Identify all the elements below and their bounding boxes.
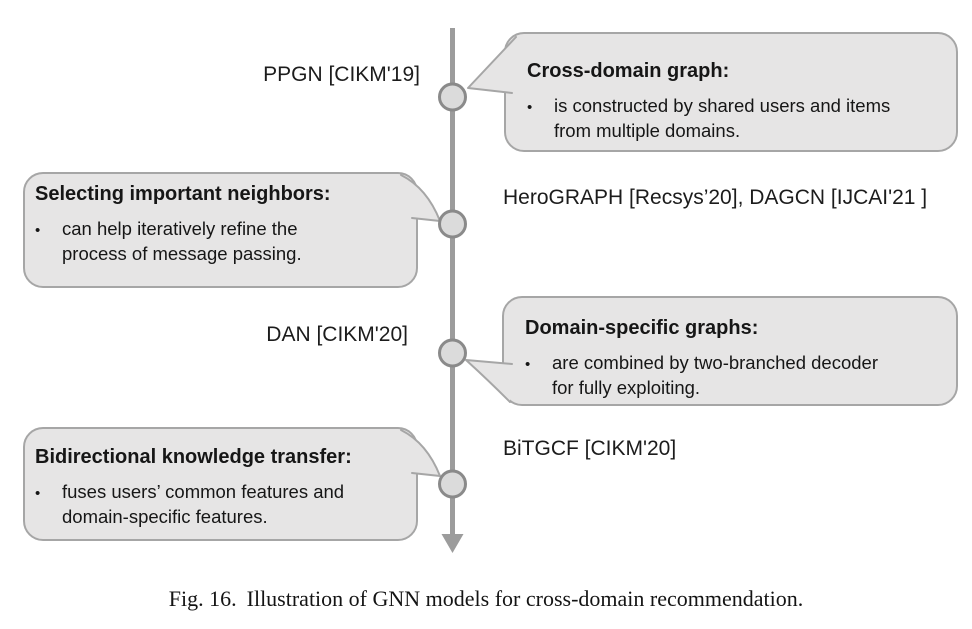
callout-title: Bidirectional knowledge transfer: (35, 446, 352, 468)
callout-tail-1 (467, 36, 517, 94)
model-label-herograph-dagcn: HeroGRAPH [Recsys’20], DAGCN [IJCAI'21 ] (503, 186, 928, 209)
timeline-node-herograph (438, 209, 467, 239)
callout-line: from multiple domains. (554, 120, 741, 141)
callout-line: fuses users’ common features and (62, 481, 345, 502)
callout-bullet: • can help iteratively refine the proces… (35, 216, 407, 266)
model-label-dan: DAN [CIKM'20] (266, 323, 408, 346)
bullet-icon: • (35, 485, 41, 502)
timeline-node-ppgn (438, 82, 467, 112)
callout-bullet: • fuses users’ common features and domai… (35, 479, 407, 529)
timeline-node-dan (438, 338, 467, 368)
figure-caption: Fig. 16. Illustration of GNN models for c… (0, 586, 972, 612)
callout-domain-specific-graphs: Domain-specific graphs: • are combined b… (525, 315, 947, 400)
callout-line: can help iteratively refine the (62, 218, 298, 239)
callout-bidirectional-transfer: Bidirectional knowledge transfer: • fuse… (35, 444, 407, 529)
bullet-icon: • (525, 356, 531, 373)
callout-line: is constructed by shared users and items (554, 95, 891, 116)
callout-title: Domain-specific graphs: (525, 317, 759, 339)
callout-tail-3 (465, 359, 513, 403)
bullet-icon: • (527, 99, 533, 116)
callout-bullet: • are combined by two-branched decoder f… (525, 350, 947, 400)
figure-caption-number: Fig. 16. (168, 586, 237, 611)
callout-bullet: • is constructed by shared users and ite… (527, 93, 947, 143)
model-label-ppgn: PPGN [CIKM'19] (263, 63, 420, 86)
model-label-bitgcf: BiTGCF [CIKM'20] (503, 437, 677, 460)
figure-caption-text: Illustration of GNN models for cross-dom… (246, 586, 804, 611)
callout-line: domain-specific features. (62, 506, 268, 527)
bullet-icon: • (35, 222, 41, 239)
callout-title: Cross-domain graph: (527, 60, 730, 82)
callout-line: for fully exploiting. (552, 377, 701, 398)
callout-title: Selecting important neighbors: (35, 183, 331, 205)
callout-selecting-neighbors: Selecting important neighbors: • can hel… (35, 181, 407, 266)
callout-cross-domain-graph: Cross-domain graph: • is constructed by … (527, 58, 947, 143)
callout-line: process of message passing. (62, 243, 302, 264)
callout-line: are combined by two-branched decoder (552, 352, 878, 373)
timeline-node-bitgcf (438, 469, 467, 499)
timeline-arrow (441, 534, 464, 553)
